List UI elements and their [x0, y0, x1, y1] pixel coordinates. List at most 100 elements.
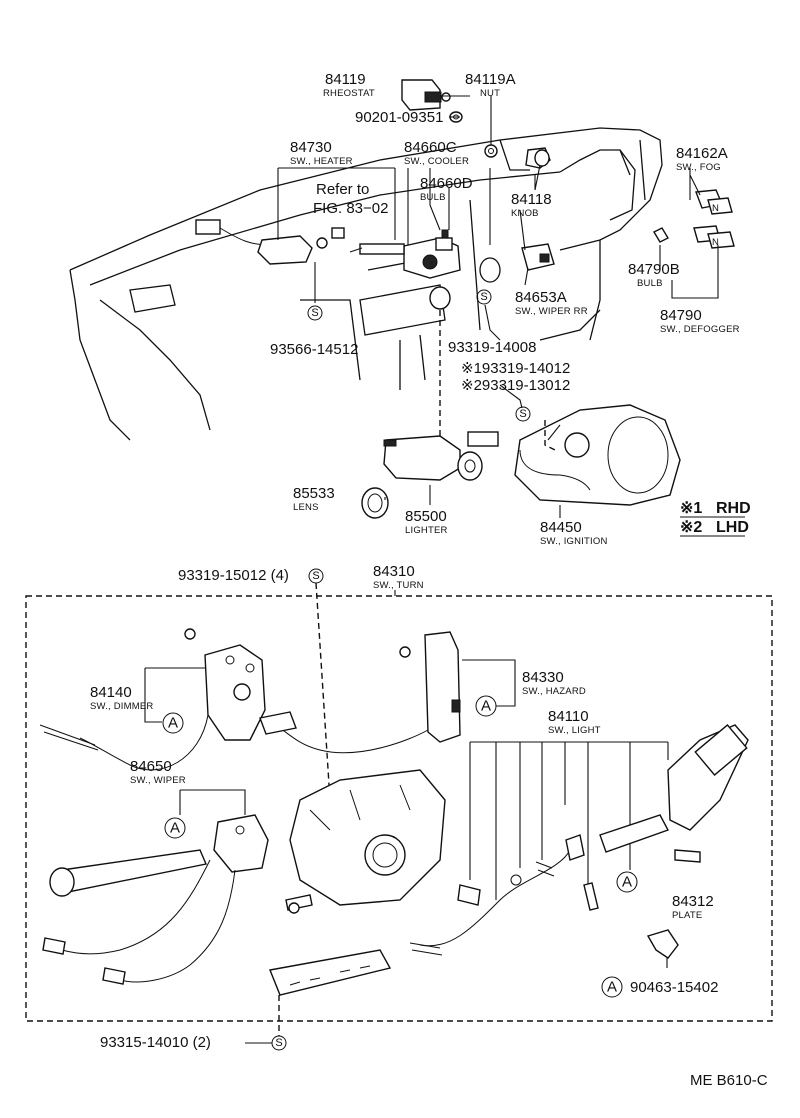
- assembly-symbol-light: A: [616, 871, 638, 893]
- part-desc-84118: KNOB: [511, 208, 539, 219]
- dimmer-switch-part: [39, 628, 266, 771]
- part-number-85533: 85533: [293, 485, 335, 502]
- svg-text:S: S: [480, 291, 487, 303]
- part-desc-84312: PLATE: [672, 910, 702, 921]
- hazard-switch-part: [259, 631, 461, 754]
- part-number-84730: 84730: [290, 139, 332, 156]
- part-desc-84162a: SW., FOG: [676, 162, 721, 173]
- part-number-84110: 84110: [548, 708, 589, 725]
- part-number-84312: 84312: [672, 893, 714, 910]
- rear-wiper-switch-part: [521, 243, 555, 271]
- screw-symbol-top-2: S: [476, 289, 492, 305]
- svg-text:A: A: [481, 698, 491, 715]
- part-number-93319-15012: 93319-15012 (4): [178, 567, 289, 584]
- screw-symbol-block: S: [271, 1035, 287, 1051]
- turn-switch-assembly-boundary: [25, 595, 773, 1022]
- wiper-switch-part: [42, 814, 269, 985]
- figure-code: ME B610-C: [690, 1072, 768, 1089]
- part-number-93319-14012: ※193319-14012: [461, 360, 570, 377]
- legend: ※1 RHD ※2 LHD: [680, 500, 751, 537]
- knob-84118: [525, 147, 551, 169]
- leader-84140: [144, 667, 205, 723]
- part-number-85500: 85500: [405, 508, 447, 525]
- heater-clip: [331, 227, 345, 239]
- bulb-84660d: [435, 229, 453, 251]
- legend-text-2: LHD: [716, 519, 749, 536]
- part-desc-84450: SW., IGNITION: [540, 536, 608, 547]
- part-number-84310: 84310: [373, 563, 415, 580]
- part-desc-84653a: SW., WIPER RR: [515, 306, 588, 317]
- part-number-84790b: 84790B: [628, 261, 680, 278]
- connector-block-part: [269, 949, 392, 996]
- leader-lines-top: [277, 95, 719, 518]
- part-desc-84119: RHEOSTAT: [323, 88, 375, 99]
- assembly-symbol-wiper: A: [164, 817, 186, 839]
- turn-screw-guide: [315, 582, 331, 801]
- part-number-90463: 90463-15402: [630, 979, 718, 996]
- dashboard-outline: [69, 127, 663, 441]
- lens-part: [361, 487, 389, 519]
- part-number-93319-14008: 93319-14008: [448, 339, 536, 356]
- heater-switch-part: [195, 219, 328, 265]
- part-number-84650: 84650: [130, 758, 172, 775]
- screw-symbol-top-3: S: [515, 406, 531, 422]
- part-number-84118: 84118: [511, 191, 552, 208]
- part-desc-84660d: BULB: [420, 192, 446, 203]
- svg-text:A: A: [168, 715, 178, 732]
- assembly-symbol-dimmer: A: [162, 712, 184, 734]
- part-desc-85500: LIGHTER: [405, 525, 448, 536]
- screw-symbol-turn: S: [308, 568, 324, 584]
- leader-84110: [469, 741, 669, 900]
- part-desc-84330: SW., HAZARD: [522, 686, 586, 697]
- part-number-84653a: 84653A: [515, 289, 567, 306]
- part-number-84162a: 84162A: [676, 145, 728, 162]
- small-screw: [288, 902, 300, 914]
- svg-text:S: S: [311, 307, 318, 319]
- legend-mark-2: ※2: [680, 519, 702, 536]
- fog-switch-part: N: [695, 189, 733, 215]
- lighter-socket: [429, 286, 451, 310]
- part-number-84119a: 84119A: [465, 71, 516, 88]
- legend-mark-1: ※1: [680, 500, 702, 517]
- part-number-84660c: 84660C: [404, 139, 457, 156]
- part-number-93566: 93566-14512: [270, 341, 358, 358]
- refer-to-line-2: FIG. 83−02: [313, 200, 388, 217]
- svg-text:A: A: [607, 979, 617, 996]
- part-number-84660d: 84660D: [420, 175, 473, 192]
- part-number-84119: 84119: [325, 71, 366, 88]
- part-desc-84790: SW., DEFOGGER: [660, 324, 740, 335]
- leader-84650: [179, 789, 246, 815]
- part-desc-84730: SW., HEATER: [290, 156, 353, 167]
- part-desc-84110: SW., LIGHT: [548, 725, 601, 736]
- lighter-part: [383, 435, 483, 481]
- part-number-84790: 84790: [660, 307, 702, 324]
- assembly-symbol-clamp: A: [601, 976, 623, 998]
- part-desc-84119a: NUT: [480, 88, 500, 99]
- refer-to-line-1: Refer to: [316, 181, 369, 198]
- part-desc-84140: SW., DIMMER: [90, 701, 153, 712]
- part-number-84450: 84450: [540, 519, 582, 536]
- part-desc-84310: SW., TURN: [373, 580, 424, 591]
- svg-text:A: A: [170, 820, 180, 837]
- part-desc-84650: SW., WIPER: [130, 775, 186, 786]
- part-desc-84660c: SW., COOLER: [404, 156, 469, 167]
- leader-84330: [462, 659, 516, 707]
- svg-text:S: S: [275, 1037, 282, 1049]
- bulb-84790b: [653, 227, 669, 243]
- legend-text-1: RHD: [716, 500, 751, 517]
- part-number-93315: 93315-14010 (2): [100, 1034, 211, 1051]
- assembly-symbol-hazard: A: [475, 695, 497, 717]
- part-number-84140: 84140: [90, 684, 132, 701]
- light-switch-part: [409, 724, 749, 956]
- part-desc-84790b: BULB: [637, 278, 663, 289]
- part-number-93319-13012: ※293319-13012: [461, 377, 570, 394]
- part-number-84330: 84330: [522, 669, 564, 686]
- svg-text:S: S: [519, 408, 526, 420]
- screw-symbol-top-1: S: [307, 305, 323, 321]
- clamp-part: [646, 929, 679, 959]
- svg-text:N: N: [712, 203, 719, 214]
- svg-text:A: A: [622, 874, 632, 891]
- part-desc-85533: LENS: [293, 502, 319, 513]
- svg-text:N: N: [712, 237, 719, 248]
